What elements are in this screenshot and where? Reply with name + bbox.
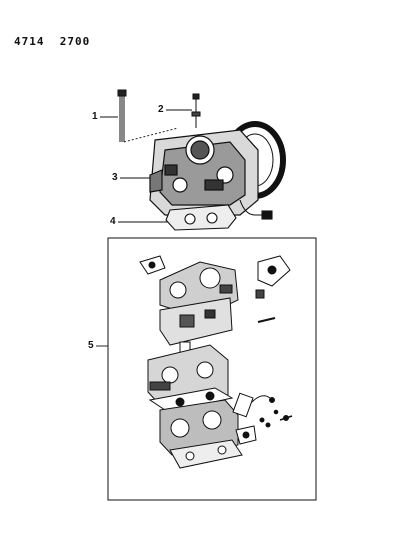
callout-1-label: 1 <box>92 111 98 122</box>
rod <box>257 317 276 323</box>
callout-5-label: 5 <box>88 340 94 351</box>
bolt-guide-line <box>123 127 179 143</box>
exploded-carburetor-parts <box>139 255 293 469</box>
bolt-part-1 <box>117 89 127 142</box>
leader-lines <box>96 109 192 347</box>
stud-part-2 <box>191 93 201 128</box>
callout-2-label: 2 <box>158 104 164 115</box>
small-fitting <box>255 289 265 299</box>
wire-harness <box>239 199 273 220</box>
solenoid <box>232 392 254 418</box>
callout-4-label: 4 <box>110 216 116 227</box>
kit-frame-part-5 <box>107 237 317 501</box>
base-gasket-part-4 <box>165 204 237 231</box>
callout-3-label: 3 <box>112 172 118 183</box>
carburetor-assembly <box>149 121 286 216</box>
document-code: 4714 2700 <box>14 35 91 48</box>
